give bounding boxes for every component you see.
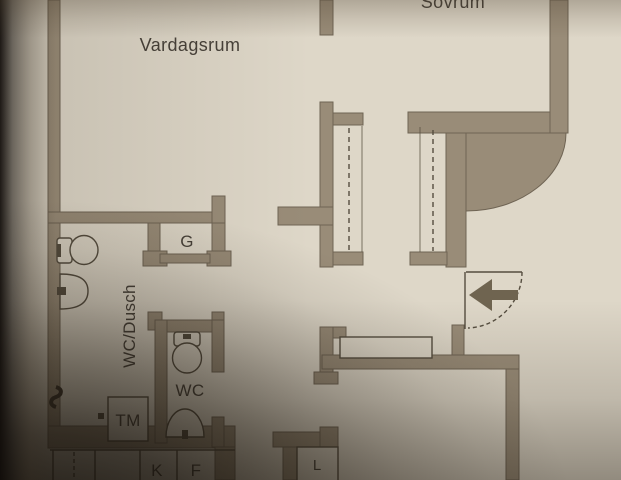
wall-segment <box>451 324 465 358</box>
wall-end-cap <box>313 371 339 385</box>
toilet-icon <box>56 234 99 266</box>
label-freezer: F <box>191 461 202 480</box>
wall-segment <box>214 446 236 480</box>
wall-segment <box>47 211 223 224</box>
label-fridge: K <box>151 461 163 480</box>
toilet-icon <box>171 331 203 374</box>
wall-segment <box>211 416 225 448</box>
room-label-bedroom: Sovrum <box>421 0 485 12</box>
wardrobe-side <box>332 251 364 266</box>
wall-segment <box>282 446 298 480</box>
wall-segment <box>549 0 569 134</box>
wardrobe-side <box>409 251 448 266</box>
wall-end-cap <box>206 250 232 267</box>
label-closet-l: L <box>313 457 321 474</box>
hall-bench <box>339 336 433 359</box>
wall-segment <box>319 101 334 208</box>
label-washing-machine: TM <box>115 411 140 430</box>
wall-segment <box>407 111 569 134</box>
wall-segment <box>319 0 334 36</box>
door-hinge-dot <box>98 413 104 419</box>
wardrobe-side <box>332 112 364 126</box>
wall-segment <box>154 319 168 444</box>
wall-segment <box>319 224 334 268</box>
label-wardrobe-g: G <box>180 232 194 251</box>
wall-end-cap <box>319 426 339 448</box>
room-label-bathroom: WC/Dusch <box>120 284 139 368</box>
wall-segment <box>211 222 226 254</box>
wall-segment <box>445 112 467 268</box>
wall-segment <box>211 319 225 373</box>
wall-segment <box>505 368 520 480</box>
room-label-living-room: Vardagsrum <box>140 35 241 55</box>
wardrobe-front-bar <box>159 253 211 264</box>
wall-segment <box>277 206 334 226</box>
room-label-wc: WC <box>176 381 205 400</box>
